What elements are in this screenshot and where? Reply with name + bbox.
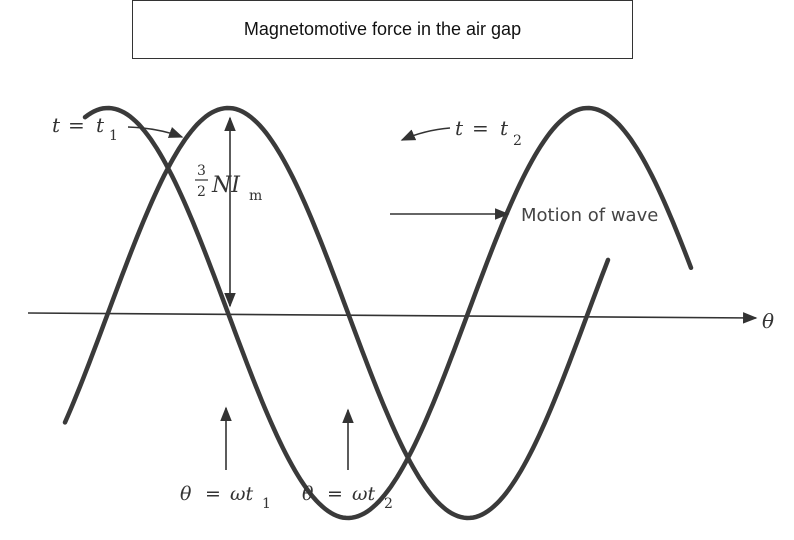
svg-text:=: = xyxy=(327,483,343,505)
svg-text:=: = xyxy=(205,483,221,505)
svg-text:ωt: ωt xyxy=(352,483,375,505)
svg-text:t: t xyxy=(52,113,61,137)
svg-text:θ: θ xyxy=(180,483,192,505)
pointer-t2 xyxy=(400,127,451,141)
title-box: Magnetomotive force in the air gap xyxy=(132,0,633,59)
svg-text:θ: θ xyxy=(302,483,314,505)
svg-text:ωt: ωt xyxy=(230,483,253,505)
svg-text:1: 1 xyxy=(262,496,271,512)
label-t2: t = t 2 xyxy=(455,116,522,149)
svg-text:2: 2 xyxy=(197,184,206,200)
svg-text:=: = xyxy=(68,113,85,137)
svg-text:1: 1 xyxy=(109,128,118,144)
svg-text:t: t xyxy=(455,116,464,140)
label-theta2: θ = ωt 2 xyxy=(302,483,393,512)
svg-text:t: t xyxy=(96,113,105,137)
svg-text:2: 2 xyxy=(384,496,393,512)
pointer-t1 xyxy=(127,126,184,138)
wave-t2 xyxy=(62,105,611,521)
svg-text:t: t xyxy=(500,116,509,140)
svg-text:2: 2 xyxy=(513,133,522,149)
label-theta1: θ = ωt 1 xyxy=(180,483,271,512)
amplitude-label: 3 2 NI m xyxy=(195,163,262,204)
theta-axis-label: θ xyxy=(762,309,774,333)
svg-text:m: m xyxy=(249,188,262,204)
theta-axis xyxy=(27,312,758,324)
figure-title: Magnetomotive force in the air gap xyxy=(243,19,522,39)
motion-label: Motion of wave xyxy=(521,205,658,226)
label-t1: t = t 1 xyxy=(52,113,118,144)
svg-text:NI: NI xyxy=(211,173,241,198)
wave-t1 xyxy=(82,105,694,521)
svg-text:3: 3 xyxy=(197,163,206,179)
svg-text:=: = xyxy=(472,116,489,140)
